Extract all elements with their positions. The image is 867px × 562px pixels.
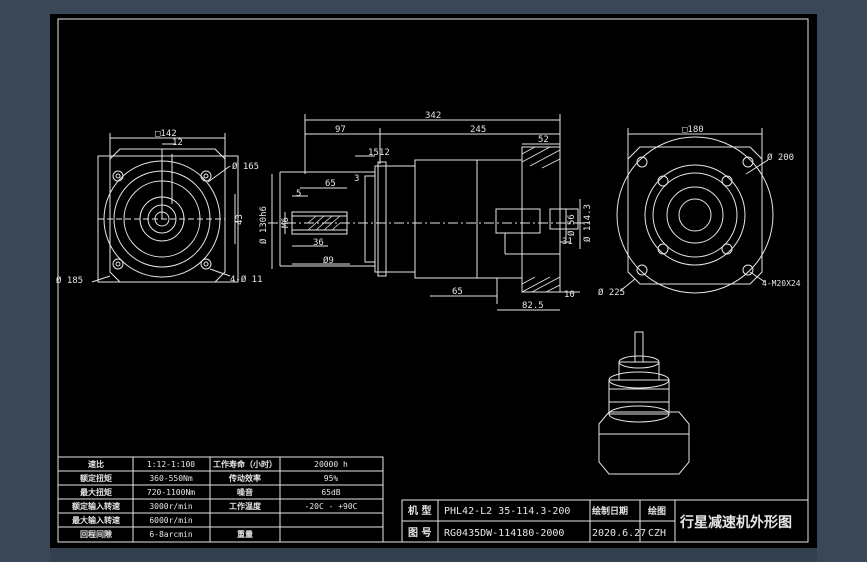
drawer-label: 绘图: [648, 505, 666, 517]
spec-cell: -20C - +90C: [305, 502, 358, 511]
model-label: 机 型: [408, 504, 431, 517]
dim-m6: M6: [281, 217, 291, 228]
dim-phi9: Ø9: [323, 255, 334, 266]
dim-square-142: □142: [155, 129, 177, 139]
dim-82-5: 82.5: [522, 301, 544, 311]
spec-cell: 重量: [237, 529, 253, 539]
spec-cell: 20000 h: [314, 460, 348, 469]
spec-cell: 噪音: [237, 487, 253, 497]
dim-52: 52: [538, 135, 549, 145]
dim-phi130: Ø 130h6: [258, 206, 269, 244]
drawing-title: 行星减速机外形图: [679, 514, 792, 531]
spec-cell: 720-1100Nm: [147, 488, 195, 497]
drawing-no-label: 图 号: [408, 527, 431, 539]
isometric-view: [598, 331, 690, 475]
spec-cell: 95%: [324, 474, 339, 483]
dim-phi56: Ø 56: [566, 214, 577, 236]
right-end-view: [616, 128, 774, 294]
dim-15: 15: [368, 148, 379, 158]
spec-cell: 6-8arcmin: [149, 530, 193, 539]
dim-36: 36: [313, 238, 324, 248]
spec-cell: 传动效率: [228, 473, 261, 483]
spec-cell: 最大扭矩: [80, 487, 112, 497]
title-block-grid: [401, 499, 809, 543]
spec-cell: 1:12-1:100: [147, 460, 195, 469]
drawing-sheet: 342 97 245 52 15 12 3 65 5 36 Ø9 M6 Ø 13…: [50, 14, 817, 548]
dim-3: 3: [354, 174, 359, 184]
drawn-date-value: 2020.6.27: [592, 528, 646, 539]
spec-cell: 回程间隙: [80, 529, 112, 539]
dim-97: 97: [335, 125, 346, 135]
dim-245: 245: [470, 125, 486, 135]
spec-cell: 3000r/min: [149, 502, 193, 511]
dim-5: 5: [296, 189, 301, 199]
drawing-canvas: 342 97 245 52 15 12 3 65 5 36 Ø9 M6 Ø 13…: [56, 18, 809, 543]
dim-43: 43: [235, 214, 245, 225]
section-hatching: [307, 146, 561, 293]
spec-cell: 65dB: [321, 488, 340, 497]
dim-holes-right: 4-M20X24: [762, 279, 801, 288]
dim-12: 12: [379, 148, 390, 158]
dim-31: 31: [562, 237, 573, 247]
spec-cell: 360-550Nm: [149, 474, 193, 483]
dim-65-body: 65: [452, 287, 463, 297]
model-value: PHL42-L2 35-114.3-200: [444, 506, 570, 517]
dim-12-key: 12: [172, 138, 183, 148]
dim-phi165: Ø 165: [232, 161, 259, 172]
right-frame: [817, 14, 867, 562]
dim-phi225: Ø 225: [598, 287, 625, 298]
drawn-date-label: 绘制日期: [592, 505, 628, 517]
dim-holes-left: 4-Ø 11: [230, 274, 263, 285]
spec-cell: 速比: [88, 459, 104, 469]
spec-cell: 额定扭矩: [80, 473, 112, 483]
dim-65-shaft: 65: [325, 179, 336, 189]
front-section-view: [268, 114, 590, 311]
spec-cell: 工作温度: [229, 501, 262, 511]
drawer-value: CZH: [648, 528, 666, 539]
dim-overall-length: 342: [425, 111, 441, 121]
dim-phi185: Ø 185: [56, 275, 83, 286]
spec-cell: 6000r/min: [149, 516, 193, 525]
left-end-view: [91, 133, 239, 283]
spec-cell: 工作寿命（小时）: [213, 459, 277, 469]
window-top-frame: [0, 0, 867, 14]
dim-phi114: Ø 114.3: [582, 204, 593, 242]
left-frame: [0, 14, 50, 562]
dim-phi200: Ø 200: [767, 152, 794, 163]
dim-square-180: □180: [682, 125, 704, 135]
spec-table-grid: [57, 456, 384, 543]
spec-cell: 额定输入转速: [72, 501, 120, 511]
drawing-no-value: RG0435DW-114180-2000: [444, 528, 564, 539]
spec-cell: 最大输入转速: [72, 515, 120, 525]
dim-10: 10: [564, 290, 575, 300]
